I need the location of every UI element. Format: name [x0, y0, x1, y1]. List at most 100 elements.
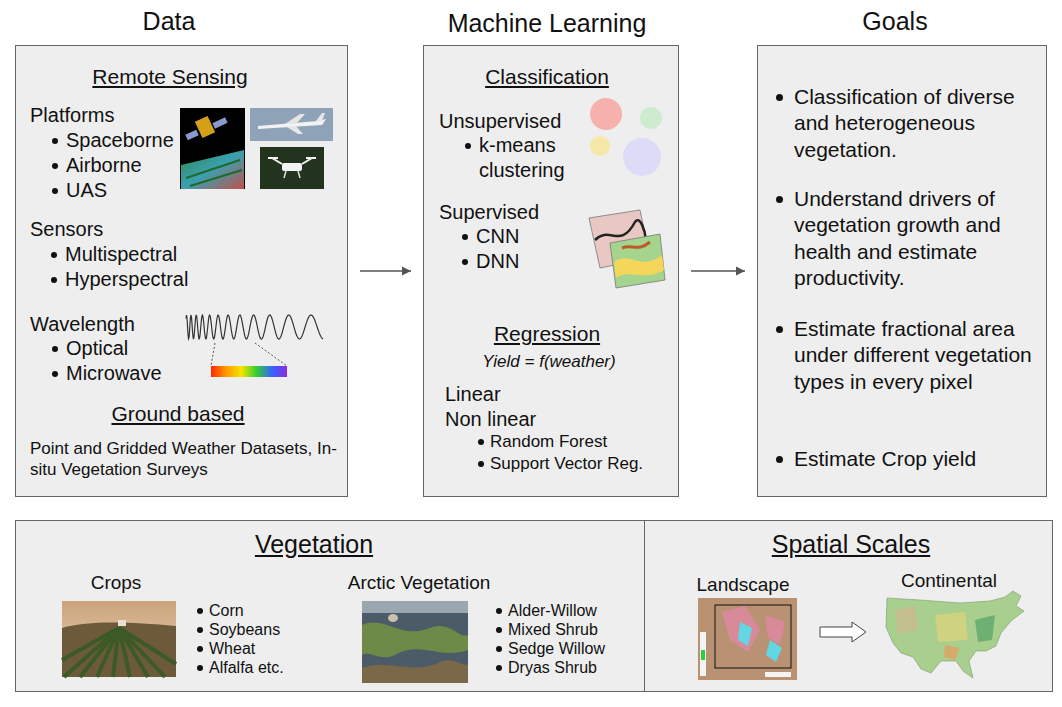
body-text: Supervised [439, 200, 539, 225]
illustration-shape [975, 615, 995, 642]
illustration-shape [765, 615, 785, 645]
illustration-shape [211, 366, 287, 377]
body-text: Point and Gridded Weather Datasets, In-s… [30, 438, 342, 481]
bullet-item: Mixed Shrub [508, 620, 598, 640]
body-text: Platforms [30, 103, 114, 128]
illustration-shape [886, 591, 1024, 678]
bullet-item: Sedge Willow [508, 639, 605, 659]
illustration-shape [258, 119, 326, 129]
body-text: Arctic Vegetation [348, 571, 491, 595]
section-heading: Regression [494, 321, 600, 347]
illustration-shape [195, 116, 215, 138]
body-text: Crops [91, 571, 142, 595]
bullet-dot [776, 196, 783, 203]
illustration-shape [62, 601, 176, 677]
illustration-shape [589, 210, 650, 268]
flow-arrow [360, 270, 411, 271]
bullet-dot [496, 646, 502, 652]
illustration-shape [895, 606, 918, 634]
illustration-shape [935, 612, 968, 642]
body-text: Unsupervised [439, 109, 561, 134]
body-text: Linear [445, 382, 501, 407]
panel-heading: Machine Learning [448, 8, 647, 39]
illustration-shape [284, 171, 300, 178]
panel-box: Spatial ScalesLandscapeContinental [644, 520, 1053, 692]
section-heading: Remote Sensing [92, 64, 247, 90]
illustration-shape [362, 623, 468, 658]
illustration-shape [388, 614, 398, 622]
bullet-dot [465, 143, 471, 149]
bullet-dot [51, 277, 57, 283]
illustration-shape [590, 98, 622, 130]
bullet-item: Wheat [209, 639, 255, 659]
illustration-shape [362, 601, 468, 613]
bullet-item: Alfalfa etc. [209, 658, 284, 678]
panel-box: DataRemote SensingPlatformsSpaceborneAir… [15, 45, 348, 497]
bullet-dot [197, 665, 203, 671]
bullet-item: Estimate fractional area under different… [794, 316, 1042, 395]
illustration-shape [622, 242, 650, 248]
bullet-dot [478, 461, 484, 467]
bullet-item: Corn [209, 601, 244, 621]
body-text: Wavelength [30, 312, 135, 337]
bullet-item: Airborne [66, 153, 142, 178]
bullet-dot [462, 234, 468, 240]
body-text: Sensors [30, 217, 103, 242]
section-heading: Classification [485, 64, 609, 90]
bullet-item: Optical [66, 336, 128, 361]
bullet-dot [496, 608, 502, 614]
bullet-item: Soybeans [209, 620, 280, 640]
illustration-shape [614, 255, 664, 278]
illustration-shape [186, 160, 242, 186]
illustration-shape [640, 107, 662, 129]
section-heading: Ground based [111, 401, 244, 427]
illustration-shape [62, 623, 176, 678]
illustration-shape [250, 108, 333, 141]
body-text: Yield = f(weather) [482, 351, 615, 372]
panel-box: Machine LearningClassificationUnsupervis… [423, 45, 679, 497]
bullet-item: Spaceborne [66, 128, 174, 153]
illustration-shape [698, 598, 797, 680]
illustration-shape [623, 138, 661, 176]
bullet-item: Alder-Willow [508, 601, 597, 621]
bullet-dot [52, 138, 58, 144]
bullet-dot [478, 439, 484, 445]
illustration-shape [118, 620, 126, 626]
bullet-item: Multispectral [65, 242, 177, 267]
illustration-shape [765, 672, 791, 677]
bullet-dot [776, 326, 783, 333]
bullet-dot [496, 627, 502, 633]
illustration-shape [820, 622, 866, 642]
illustration-shape [285, 113, 325, 134]
illustration-shape [700, 632, 706, 676]
illustration-shape [362, 660, 468, 683]
panel-box: GoalsClassification of diverse and heter… [757, 45, 1047, 497]
illustration-shape [701, 650, 705, 660]
bullet-item: Understand drivers of vegetation growth … [794, 186, 1042, 291]
panel-heading: Goals [862, 6, 927, 37]
illustration-shape [260, 147, 324, 189]
arrow-head [736, 267, 745, 276]
flow-arrow [691, 270, 745, 271]
illustration-shape [590, 136, 610, 156]
bullet-item: Classification of diverse and heterogene… [794, 84, 1042, 163]
bullet-item: Dryas Shrub [508, 658, 597, 678]
illustration-shape [715, 605, 791, 668]
bullet-item: k-means clustering [479, 133, 579, 183]
bullet-item: UAS [66, 178, 107, 203]
bullet-item: DNN [476, 249, 519, 274]
bullet-dot [51, 252, 57, 258]
illustration-shape [212, 117, 227, 128]
bullet-item: Random Forest [490, 431, 607, 452]
bullet-dot [52, 346, 58, 352]
bullet-item: Estimate Crop yield [794, 446, 1042, 472]
bullet-dot [776, 456, 783, 463]
bullet-dot [52, 188, 58, 194]
panel-heading: Data [143, 6, 196, 37]
bullet-dot [197, 608, 203, 614]
bullet-item: Microwave [66, 361, 162, 386]
illustration-shape [282, 163, 302, 171]
bullet-item: Hyperspectral [65, 267, 188, 292]
illustration-shape [722, 606, 760, 652]
